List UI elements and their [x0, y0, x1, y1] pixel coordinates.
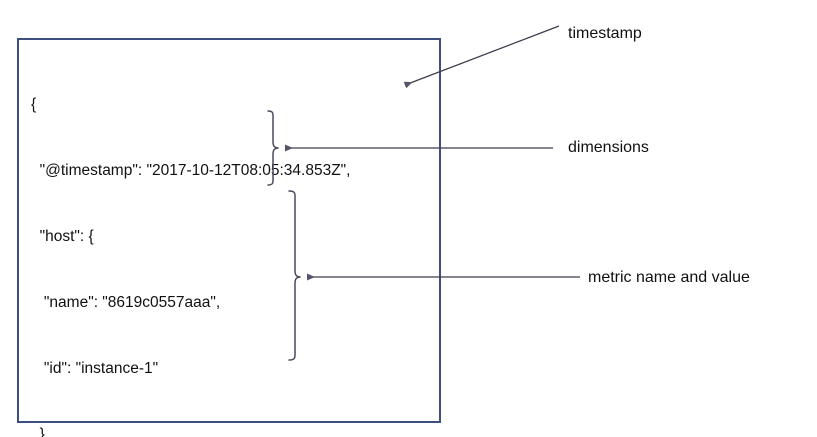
json-document-box: { "@timestamp": "2017-10-12T08:05:34.853…: [17, 38, 441, 437]
json-line-host-close: },: [31, 426, 50, 437]
json-line-host-id: "id": "instance-1": [31, 360, 159, 377]
annotation-label-metric: metric name and value: [588, 269, 750, 286]
json-line-host-name: "name": "8619c0557aaa",: [31, 294, 221, 311]
json-line: {: [31, 96, 37, 113]
json-line-host-open: "host": {: [31, 228, 94, 245]
annotation-label-dimensions: dimensions: [568, 139, 649, 156]
json-line-timestamp: "@timestamp": "2017-10-12T08:05:34.853Z"…: [31, 162, 351, 179]
annotation-label-timestamp: timestamp: [568, 25, 642, 42]
json-code-block: { "@timestamp": "2017-10-12T08:05:34.853…: [31, 50, 351, 437]
